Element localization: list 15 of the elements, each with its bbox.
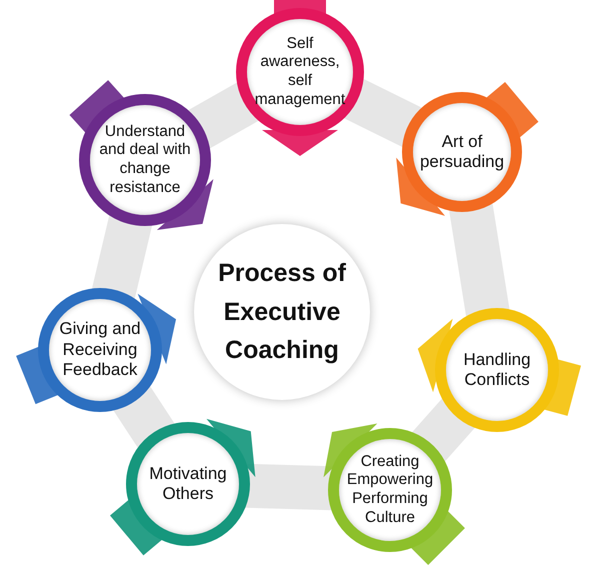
topic-label: Handling Conflicts [462,350,532,390]
topic-label: Creating Empowering Performing Culture [346,452,434,528]
connector-band [412,398,475,462]
topic-label: Self awareness, self management [254,34,346,110]
topic-label: Understand and deal with change resistance [98,122,192,198]
connector-band [344,78,422,147]
connector-band [188,82,259,149]
connector-band [113,386,175,448]
topic-label: Giving and Receiving Feedback [58,319,142,381]
topic-label: Motivating Others [148,464,228,504]
connector-band [449,204,510,316]
topic-label: Art of persuading [419,132,505,172]
connector-band [92,215,152,299]
center-label: Process of Executive Coaching [217,258,347,366]
connector-band [245,464,333,510]
